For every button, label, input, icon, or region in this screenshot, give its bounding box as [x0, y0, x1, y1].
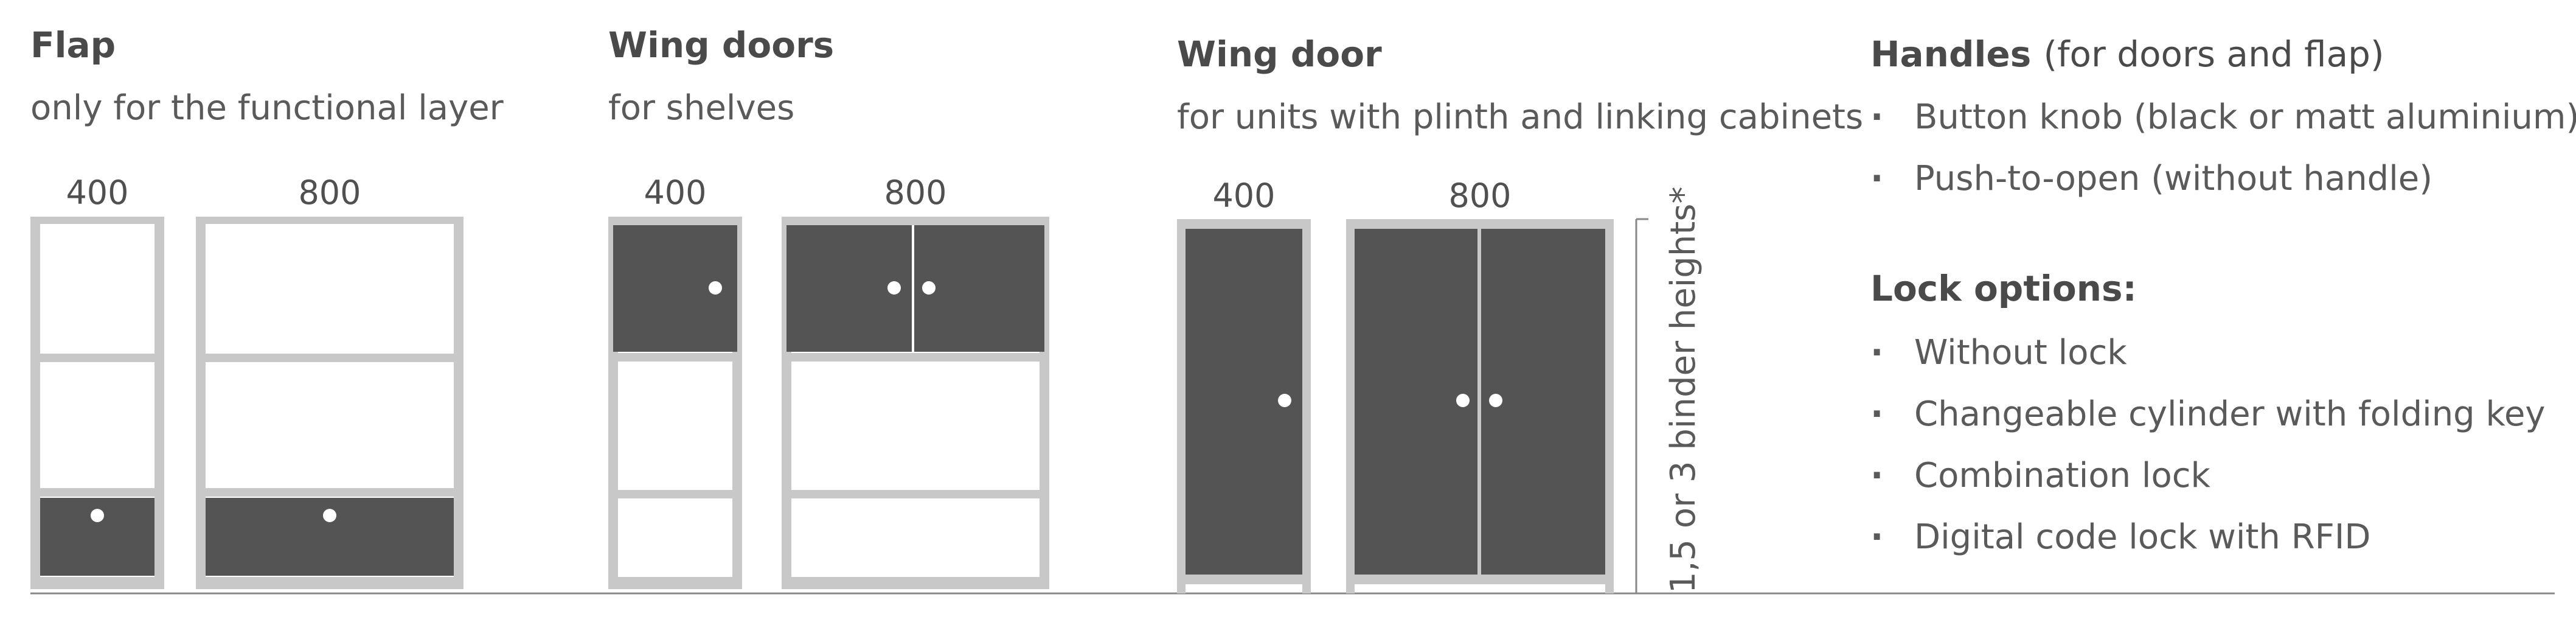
knob-icon	[709, 281, 722, 295]
wing-doors-title: Wing doors	[608, 24, 835, 66]
wing-doors-width-400: 400	[644, 173, 707, 212]
flap-title: Flap	[30, 24, 116, 66]
wing-door-subtitle: for units with plinth and linking cabine…	[1177, 97, 1864, 137]
knob-icon	[1456, 394, 1470, 407]
list-item: Push-to-open (without handle)	[1870, 158, 2576, 219]
flap-width-800: 800	[298, 173, 361, 212]
flap-subtitle: only for the functional layer	[30, 88, 504, 128]
list-item: Changeable cylinder with folding key	[1870, 393, 2546, 455]
wing-door-width-400: 400	[1212, 176, 1276, 215]
list-item: Without lock	[1870, 332, 2546, 393]
height-dimension-line	[1635, 218, 1648, 593]
handles-list: Button knob (black or matt aluminium) Pu…	[1870, 96, 2576, 219]
handles-title: Handles (for doors and flap)	[1870, 33, 2384, 75]
lock-options-title: Lock options:	[1870, 268, 2137, 309]
knob-icon	[887, 281, 901, 295]
knob-icon	[922, 281, 936, 295]
list-item: Digital code lock with RFID	[1870, 516, 2546, 578]
knob-icon	[1489, 394, 1502, 407]
handles-title-text: Handles	[1870, 33, 2032, 75]
knob-icon	[91, 509, 104, 522]
flap-shelf-800	[196, 217, 463, 589]
door-panel-right	[914, 225, 1044, 352]
flap-shelf-400	[30, 217, 164, 589]
wing-doors-subtitle: for shelves	[608, 88, 795, 128]
wing-door-cabinet-400	[1177, 219, 1311, 593]
wing-door-title: Wing door	[1177, 33, 1382, 75]
flap-width-400: 400	[66, 173, 129, 212]
lock-options-list: Without lock Changeable cylinder with fo…	[1870, 332, 2546, 578]
wing-doors-shelf-800	[782, 217, 1049, 589]
list-item: Button knob (black or matt aluminium)	[1870, 96, 2576, 158]
wing-door-width-800: 800	[1448, 176, 1512, 215]
list-item: Combination lock	[1870, 455, 2546, 516]
wing-doors-shelf-400	[608, 217, 742, 589]
knob-icon	[323, 509, 336, 522]
handles-title-note: (for doors and flap)	[2043, 33, 2384, 75]
knob-icon	[1278, 394, 1291, 407]
wing-door-cabinet-800	[1346, 219, 1614, 593]
wing-doors-width-800: 800	[884, 173, 947, 212]
